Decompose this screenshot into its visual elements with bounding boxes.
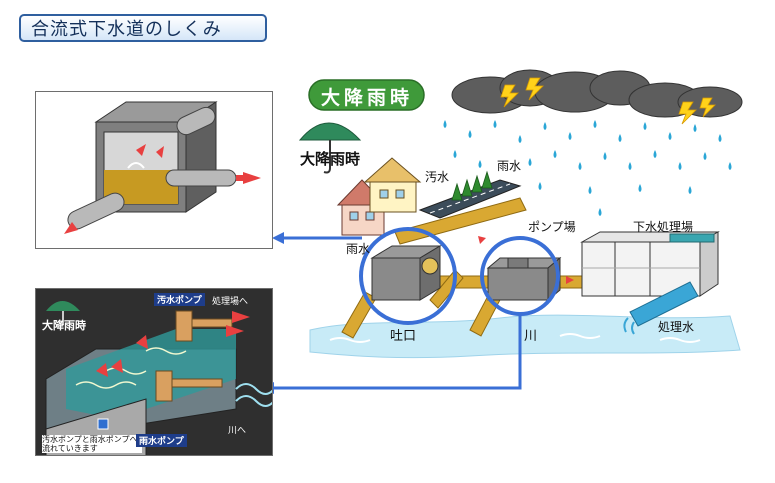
river-wave	[329, 333, 701, 343]
rain-pump-icon	[155, 370, 223, 402]
treatment-plant	[580, 231, 720, 297]
flow-note-label: 汚水ポンプと雨水ポンプへ流れていきます	[42, 435, 142, 453]
treatment-plant-label: 下水処理場	[633, 220, 694, 234]
sewage-label: 汚水	[425, 170, 450, 184]
flow-arrows	[478, 236, 574, 284]
page-title: 合流式下水道のしくみ	[19, 14, 267, 42]
overflow-chamber-detail-panel	[35, 91, 273, 249]
storm-cloud-icon	[451, 69, 743, 118]
outlet-highlight-circle	[359, 227, 457, 325]
pump-station-label: ポンプ場	[528, 220, 576, 234]
to-plant-label: 処理場へ	[212, 297, 249, 307]
tree-icon	[451, 170, 493, 201]
pump-station-detail-panel: 大降雨時 汚水ポンプ 処理場へ 汚水ポンプと雨水ポンプへ流れていきます 雨水ポン…	[35, 288, 273, 456]
to-river-label: 川へ	[228, 426, 247, 436]
rainwater-label: 雨水	[497, 159, 522, 173]
inset-umbrella-label: 大降雨時	[42, 319, 86, 332]
overflow-chamber	[370, 245, 442, 301]
lightning-icon	[500, 77, 716, 125]
house-icon	[336, 157, 422, 236]
rain-pump-label: 雨水ポンプ	[136, 434, 187, 447]
rain-label: 雨水	[346, 242, 371, 256]
outlet-label: 吐口	[390, 329, 417, 344]
sewage-pump-label: 汚水ポンプ	[154, 293, 205, 306]
rain-drops	[443, 120, 732, 216]
treated-water-label: 処理水	[658, 320, 695, 334]
heavy-rain-badge-label: 大降雨時	[321, 87, 414, 109]
umbrella-label: 大降雨時	[300, 150, 361, 168]
pump-station	[486, 256, 562, 302]
umbrella-icon	[298, 122, 362, 174]
treated-water-pipe	[629, 281, 699, 327]
connector-arrow-bottom	[270, 314, 522, 390]
river-label: 川	[524, 329, 538, 344]
overflow-chamber-detail-diagram	[64, 101, 261, 234]
heavy-rain-badge	[308, 79, 425, 111]
